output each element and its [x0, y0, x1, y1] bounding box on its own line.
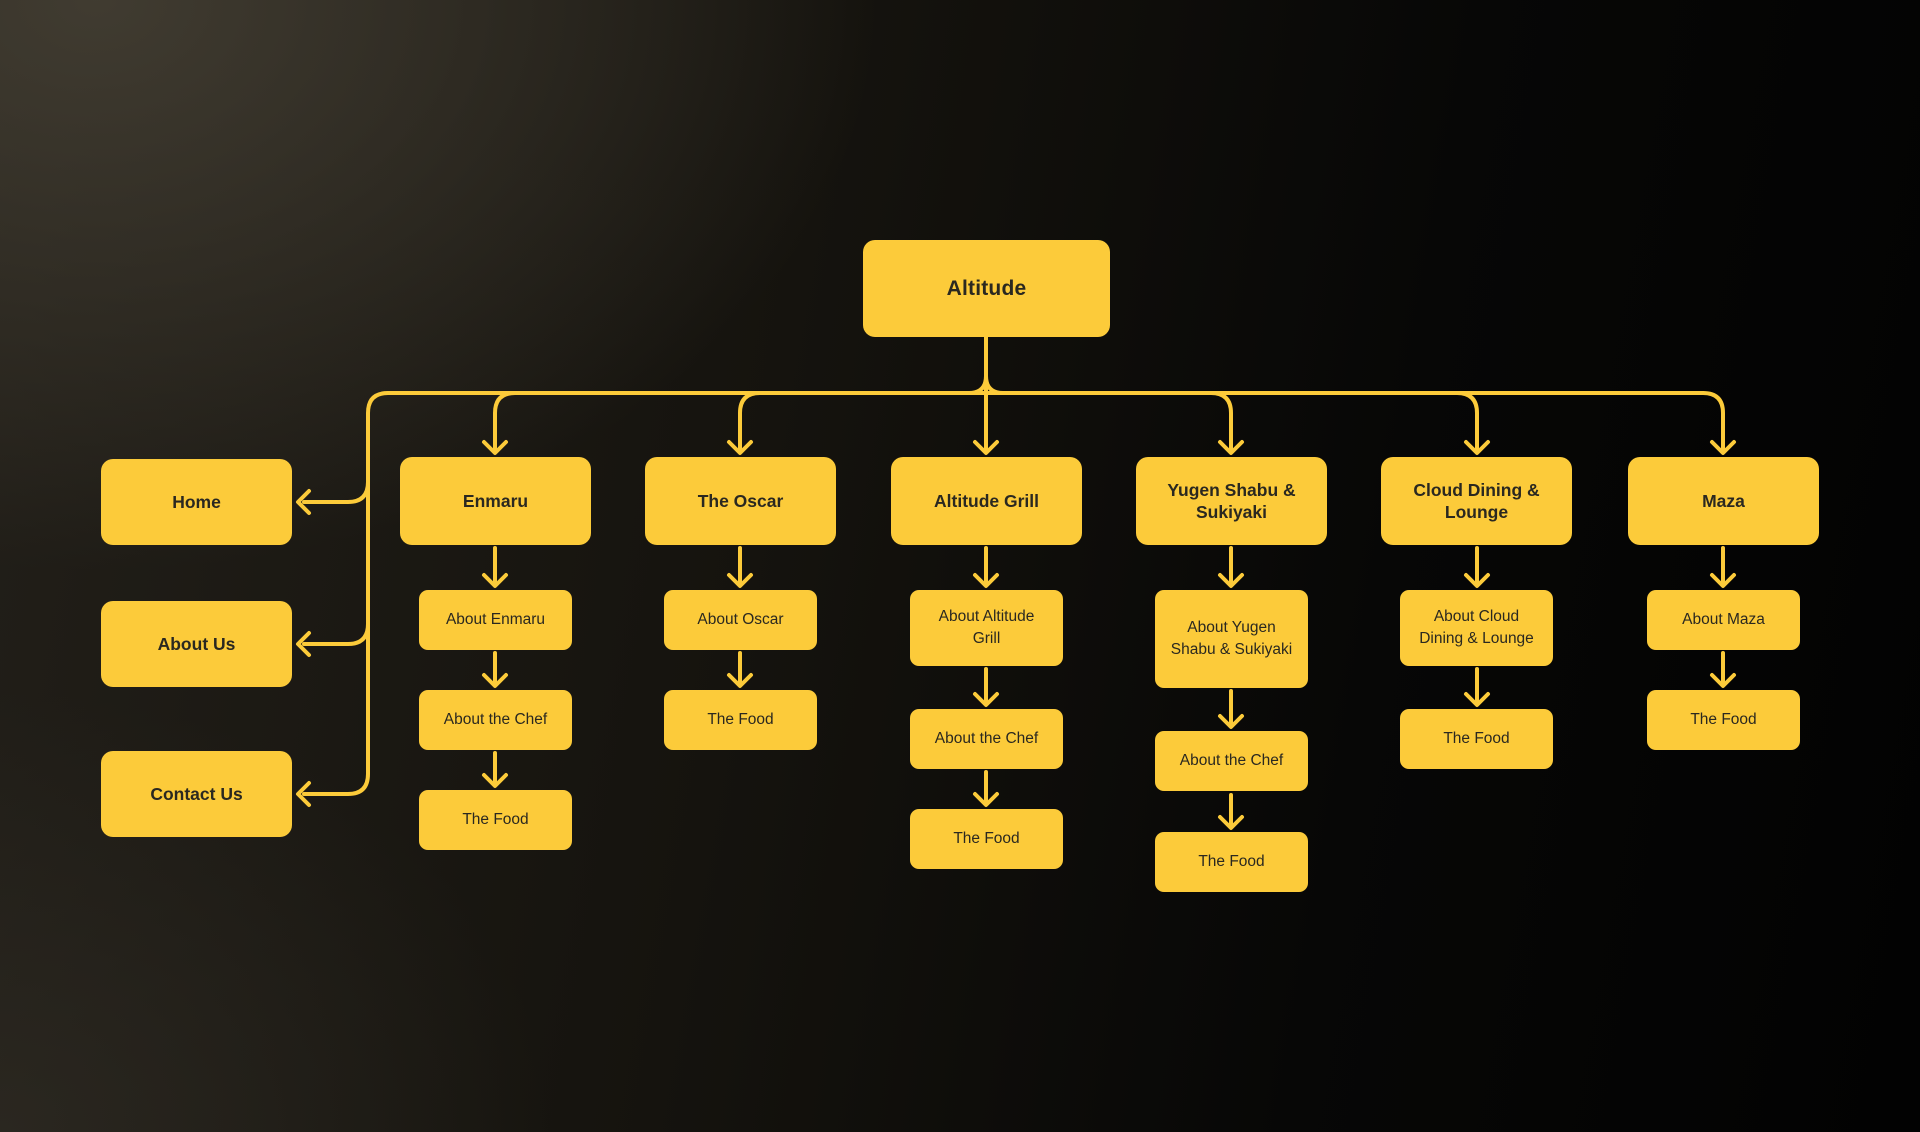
- connector-about-us: [296, 622, 370, 657]
- arrowhead-down: [1464, 692, 1490, 707]
- connector-oscar-children: [727, 546, 753, 688]
- node-label: About Us: [157, 634, 236, 654]
- arrowhead-down: [1464, 573, 1490, 588]
- node-label: About Enmaru: [445, 611, 546, 628]
- node-label: Yugen Shabu & Sukiyaki: [1167, 480, 1296, 522]
- arrowhead-down: [1464, 440, 1490, 455]
- node-grill-chef[interactable]: About the Chef: [910, 709, 1063, 769]
- node-cloud-dining-lounge[interactable]: Cloud Dining & Lounge: [1381, 457, 1572, 545]
- node-yugen-shabu-sukiyaki[interactable]: Yugen Shabu & Sukiyaki: [1136, 457, 1327, 545]
- connector-enmaru-drop: [482, 391, 517, 455]
- connector-contact-us: [296, 391, 390, 807]
- root-fillet-left: [967, 374, 988, 395]
- node-label: The Oscar: [697, 491, 784, 511]
- node-label: Maza: [1702, 491, 1745, 511]
- connector-cloud-children: [1464, 546, 1490, 707]
- arrowhead-left: [296, 631, 311, 657]
- arrowhead-down: [482, 673, 508, 688]
- node-label: Cloud Dining & Lounge: [1413, 480, 1540, 522]
- node-label: About Cloud Dining & Lounge: [1419, 608, 1534, 647]
- node-label: The Food: [462, 811, 529, 828]
- node-label: Altitude: [946, 276, 1027, 300]
- arrowhead-down: [1710, 440, 1736, 455]
- arrowhead-down: [482, 440, 508, 455]
- node-label: About Maza: [1682, 611, 1765, 628]
- arrowhead-left: [296, 489, 311, 515]
- node-enmaru-about[interactable]: About Enmaru: [419, 590, 572, 650]
- arrowhead-down: [973, 692, 999, 707]
- node-root-altitude[interactable]: Altitude: [863, 240, 1110, 337]
- node-yugen-about[interactable]: About Yugen Shabu & Sukiyaki: [1155, 590, 1308, 688]
- arrowhead-down: [1218, 440, 1244, 455]
- node-label: About Altitude Grill: [938, 608, 1035, 647]
- arrowhead-left: [296, 781, 311, 807]
- node-label: Contact Us: [150, 784, 243, 804]
- node-enmaru-chef[interactable]: About the Chef: [419, 690, 572, 750]
- connector-cloud-drop: [1455, 391, 1490, 455]
- node-label: Altitude Grill: [934, 491, 1039, 511]
- arrowhead-down: [727, 573, 753, 588]
- node-cloud-food[interactable]: The Food: [1400, 709, 1553, 769]
- arrowhead-down: [973, 792, 999, 807]
- node-cloud-about[interactable]: About Cloud Dining & Lounge: [1400, 590, 1553, 666]
- arrowhead-down: [482, 573, 508, 588]
- node-label: The Food: [1198, 853, 1265, 870]
- arrowhead-down: [1218, 573, 1244, 588]
- node-label: About the Chef: [443, 711, 548, 728]
- node-label: The Food: [1443, 730, 1510, 747]
- node-about-us[interactable]: About Us: [101, 601, 292, 687]
- node-label: About Oscar: [697, 611, 784, 628]
- node-maza-food[interactable]: The Food: [1647, 690, 1800, 750]
- connector-maza-drop: [1701, 391, 1736, 455]
- node-label: About the Chef: [934, 730, 1039, 747]
- connector-grill-children: [973, 546, 999, 807]
- node-altitude-grill[interactable]: Altitude Grill: [891, 457, 1082, 545]
- node-grill-about[interactable]: About Altitude Grill: [910, 590, 1063, 666]
- arrowhead-down: [973, 440, 999, 455]
- connector-root-drop: [967, 335, 1005, 455]
- node-oscar-food[interactable]: The Food: [664, 690, 817, 750]
- node-label: Home: [172, 492, 221, 512]
- arrowhead-down: [1218, 815, 1244, 830]
- node-oscar-about[interactable]: About Oscar: [664, 590, 817, 650]
- arrowhead-down: [973, 573, 999, 588]
- node-enmaru-food[interactable]: The Food: [419, 790, 572, 850]
- node-maza[interactable]: Maza: [1628, 457, 1819, 545]
- arrowhead-down: [1710, 673, 1736, 688]
- connector-enmaru-children: [482, 546, 508, 788]
- node-yugen-food[interactable]: The Food: [1155, 832, 1308, 892]
- connector-yugen-children: [1218, 546, 1244, 830]
- node-label: About the Chef: [1179, 752, 1284, 769]
- arrowhead-down: [1218, 714, 1244, 729]
- node-enmaru[interactable]: Enmaru: [400, 457, 591, 545]
- node-label: The Food: [953, 830, 1020, 847]
- node-grill-food[interactable]: The Food: [910, 809, 1063, 869]
- node-label: Enmaru: [462, 491, 529, 511]
- arrowhead-down: [482, 773, 508, 788]
- connector-home: [296, 480, 370, 515]
- root-fillet-right: [984, 374, 1005, 395]
- arrowhead-down: [727, 673, 753, 688]
- connector-oscar-drop: [727, 391, 762, 455]
- node-home[interactable]: Home: [101, 459, 292, 545]
- arrowhead-down: [1710, 573, 1736, 588]
- node-contact-us[interactable]: Contact Us: [101, 751, 292, 837]
- node-label: The Food: [1690, 711, 1757, 728]
- node-yugen-chef[interactable]: About the Chef: [1155, 731, 1308, 791]
- node-the-oscar[interactable]: The Oscar: [645, 457, 836, 545]
- node-label: The Food: [707, 711, 774, 728]
- node-maza-about[interactable]: About Maza: [1647, 590, 1800, 650]
- connector-yugen-drop: [1209, 391, 1244, 455]
- connector-maza-children: [1710, 546, 1736, 688]
- node-label: About Yugen Shabu & Sukiyaki: [1170, 619, 1293, 658]
- arrowhead-down: [727, 440, 753, 455]
